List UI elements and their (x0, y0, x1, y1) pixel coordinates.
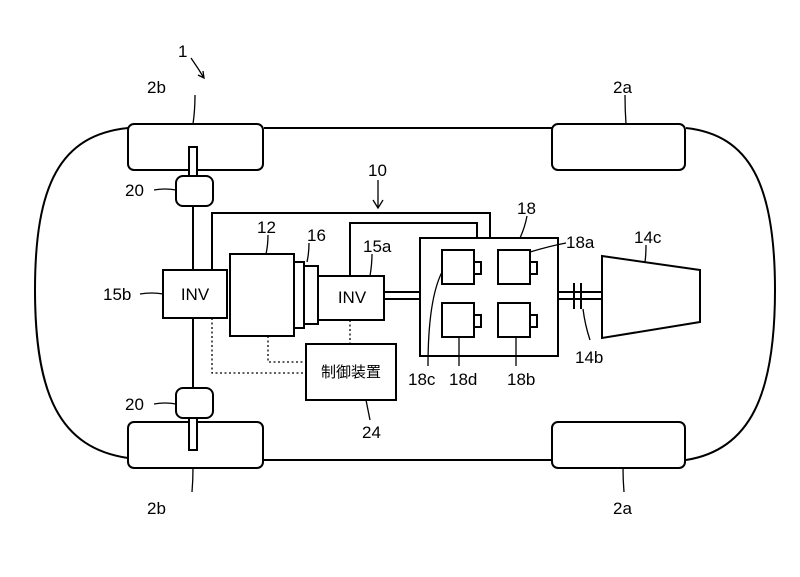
battery-cell-terminal (473, 261, 482, 275)
label-charger: 14c (634, 228, 662, 247)
inverter-b-box (162, 269, 228, 319)
controller-text: 制御装置 (321, 363, 381, 381)
arrowhead-10 (372, 199, 384, 210)
leader-14c (644, 244, 647, 263)
leader-20-bottom (153, 402, 177, 405)
label-wheel-front-bottom: 2a (613, 499, 632, 518)
label-cell-a: 18a (566, 233, 595, 252)
leader-2a-bottom (622, 467, 625, 493)
label-inverter-a: 15a (363, 237, 392, 256)
battery-cell-18a (497, 249, 531, 285)
label-system: 10 (368, 161, 387, 180)
leader-24 (365, 399, 371, 421)
inverter-b-text: INV (181, 285, 210, 304)
wheel-front-bottom (551, 421, 686, 469)
leader-2b-top (192, 94, 196, 125)
vehicle-body-outline (33, 127, 777, 461)
axle-hub-bottom (188, 417, 198, 451)
arrowhead-vehicle (197, 70, 205, 80)
label-wheel-front-top: 2a (613, 78, 632, 97)
leader-15a (369, 253, 373, 277)
inverter-a-text: INV (338, 288, 367, 307)
battery-cell-18b (497, 302, 531, 338)
control-line-inv-b (211, 318, 306, 374)
label-cell-b: 18b (507, 370, 535, 389)
label-wheel-rear-bottom: 2b (147, 499, 166, 518)
motor-box (229, 253, 295, 337)
leader-20-top (153, 188, 177, 191)
brake-bottom (175, 387, 214, 419)
brake-top (175, 175, 214, 207)
label-inverter-b: 15b (103, 285, 131, 304)
inverter-a-box (317, 275, 385, 321)
leader-16 (306, 242, 310, 263)
label-vehicle: 1 (178, 42, 187, 61)
leader-2a-top (624, 94, 627, 125)
leader-18c (427, 271, 443, 367)
label-motor-part: 16 (307, 226, 326, 245)
label-battery-pack: 18 (517, 199, 536, 218)
leader-15b (139, 292, 164, 295)
wire-outer (211, 212, 491, 270)
battery-cell-terminal (473, 314, 482, 328)
label-motor: 12 (257, 218, 276, 237)
leader-vehicle (190, 57, 205, 79)
battery-cell-terminal (529, 314, 538, 328)
leader-18 (519, 215, 528, 239)
leader-2b-bottom (191, 467, 194, 493)
axle-hub-top (188, 146, 198, 180)
label-cell-c: 18c (408, 370, 436, 389)
label-connector: 14b (575, 348, 603, 367)
motor-part-box-2 (303, 265, 319, 325)
battery-cell-18c-top (441, 249, 475, 285)
wheel-front-top (551, 123, 686, 171)
control-line-motor (267, 336, 306, 363)
label-brake-top: 20 (125, 181, 144, 200)
leader-12 (265, 234, 269, 255)
label-wheel-rear-top: 2b (147, 78, 166, 97)
controller-box (305, 343, 397, 401)
charger-unit (601, 254, 701, 340)
motor-part-box (293, 261, 305, 329)
label-brake-bottom: 20 (125, 395, 144, 414)
leader-14b (582, 308, 591, 341)
battery-pack-box (419, 237, 559, 357)
label-cell-d: 18d (449, 370, 477, 389)
wire-inner (349, 222, 478, 276)
battery-cell-18d (441, 302, 475, 338)
label-controller-ref: 24 (362, 423, 381, 442)
leader-18a (529, 242, 567, 253)
battery-cell-terminal (529, 261, 538, 275)
